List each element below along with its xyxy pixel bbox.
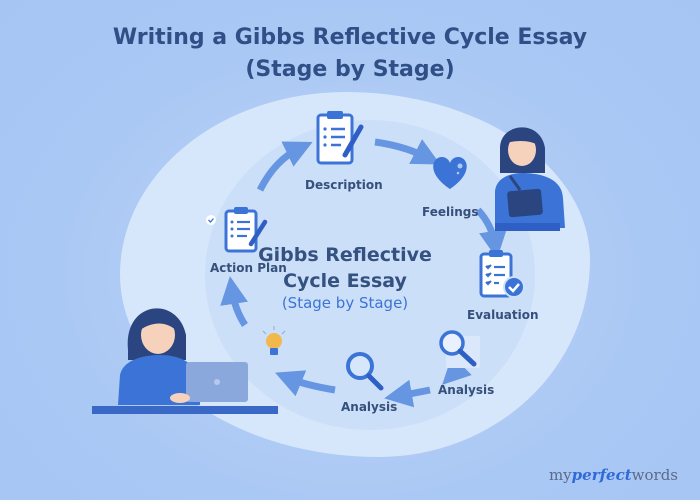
center-line-2: Cycle Essay: [283, 270, 407, 292]
brand-suffix: words: [631, 466, 678, 484]
center-title: Gibbs Reflective Cycle Essay: [250, 242, 440, 294]
clipboard-pen-icon: [224, 207, 268, 253]
stage-label: Action Plan: [210, 261, 287, 275]
lightbulb-icon: [262, 326, 286, 355]
stage-label: Description: [305, 178, 383, 192]
center-line-1: Gibbs Reflective: [258, 244, 432, 266]
clipboard-pen-icon: [316, 111, 364, 165]
stage-label: Analysis: [438, 383, 495, 397]
stage-evaluation[interactable]: Evaluation: [465, 250, 540, 325]
heart-icon: [433, 157, 467, 189]
page-title: Writing a Gibbs Reflective Cycle Essay (…: [0, 22, 700, 86]
woman-writing-illustration: [495, 127, 565, 231]
check-badge-icon: [206, 215, 216, 225]
woman-laptop-illustration: [92, 308, 278, 414]
stage-action-plan[interactable]: Action Plan: [205, 206, 287, 280]
title-line-2: (Stage by Stage): [245, 57, 455, 82]
brand-prefix: my: [548, 466, 572, 484]
checklist-check-icon: [479, 250, 525, 298]
stage-label: Evaluation: [467, 308, 539, 322]
stage-label: Feelings: [422, 205, 479, 219]
brand-emphasis: perfect: [571, 466, 632, 484]
stage-analysis-bottom[interactable]: Analysis: [335, 350, 405, 420]
stage-feelings[interactable]: Feelings: [418, 155, 488, 220]
title-line-1: Writing a Gibbs Reflective Cycle Essay: [112, 25, 588, 50]
stage-analysis-right[interactable]: Analysis: [432, 328, 497, 398]
magnifier-document-icon: [439, 330, 480, 368]
magnifier-icon: [346, 352, 384, 391]
stage-description[interactable]: Description: [305, 108, 385, 194]
stage-label: Analysis: [341, 400, 398, 414]
brand-logo[interactable]: myperfectwords: [549, 466, 678, 484]
center-subtitle: (Stage by Stage): [281, 294, 409, 312]
